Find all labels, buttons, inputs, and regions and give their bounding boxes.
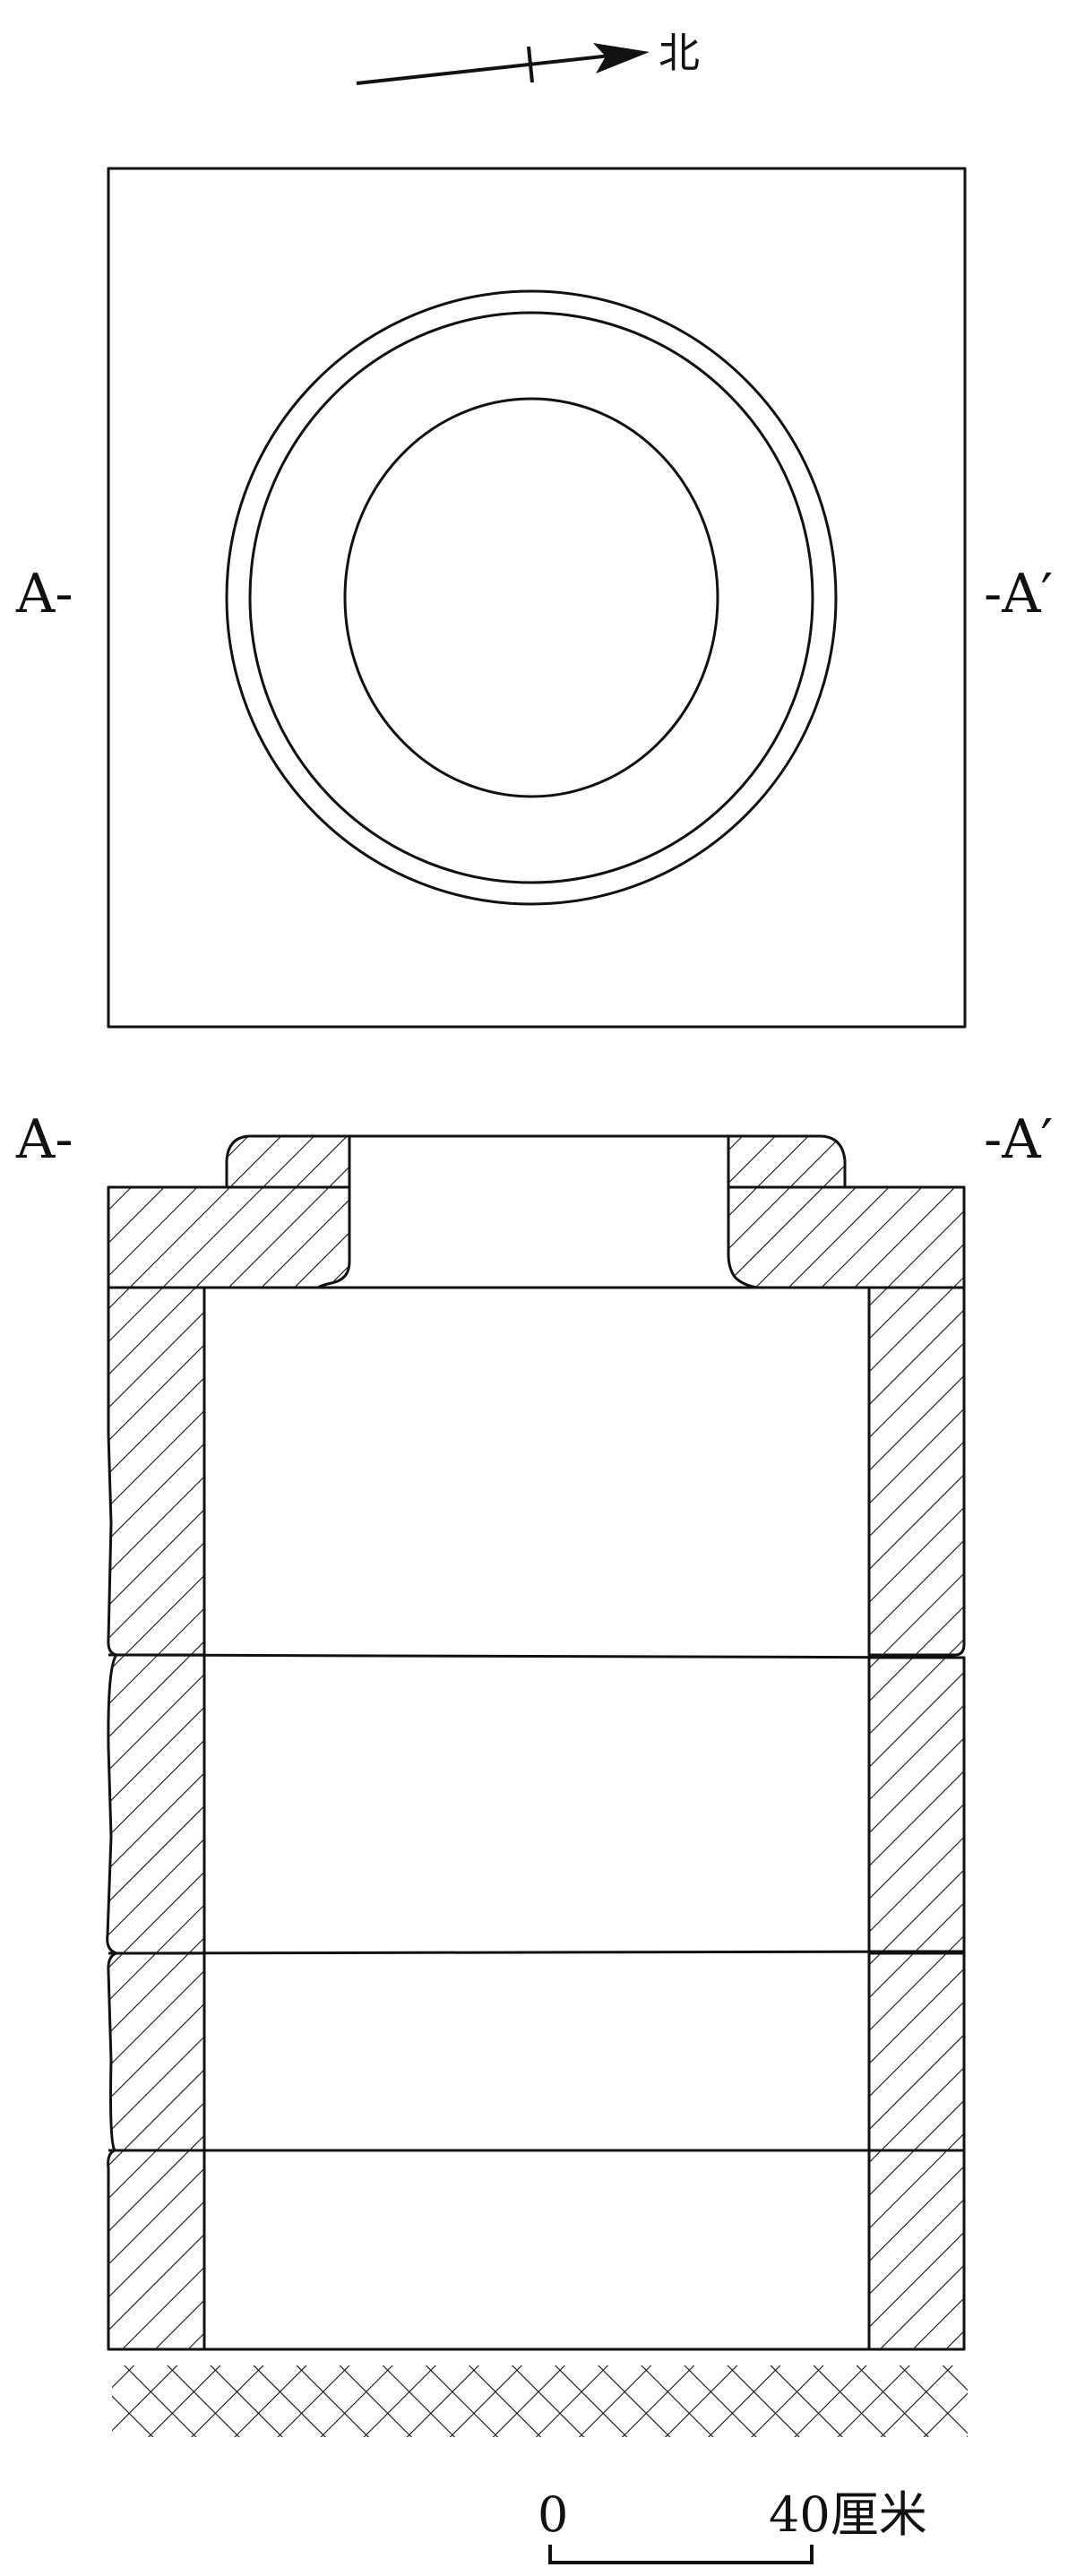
plan-outer-frame [107, 167, 967, 1029]
north-arrow-head-icon [593, 43, 650, 73]
ring2-left-wall [106, 1653, 206, 1955]
north-arrow: 北 [356, 29, 700, 85]
ring1-joint [108, 1653, 965, 1659]
section-view: A- -A′ [15, 1108, 1053, 2437]
ring2-right-wall [867, 1656, 966, 1955]
plan-view: A- -A′ [15, 167, 1053, 1029]
north-arrow-shaft [356, 52, 628, 85]
scale-bar: 0 40厘米 [538, 2486, 927, 2564]
ring4-left-wall [107, 2149, 206, 2351]
top-slab-right [727, 1185, 966, 1289]
ring1-left-wall [107, 1286, 206, 1657]
ring2-joint [108, 1950, 965, 1955]
north-arrow-tick [527, 46, 534, 83]
ring1-right-wall [867, 1286, 966, 1657]
section-label-left: A- [15, 1108, 73, 1171]
plan-outer-ring [225, 289, 838, 906]
ring3-right-wall [867, 1950, 966, 2152]
scale-end-label: 40厘米 [769, 2486, 927, 2543]
plan-section-label-left: A- [15, 563, 73, 625]
north-label: 北 [659, 29, 700, 77]
plan-section-label-right: -A′ [984, 563, 1053, 625]
ground-hatching [112, 2365, 968, 2437]
ring3-left-wall [107, 1951, 206, 2152]
section-label-right: -A′ [984, 1108, 1053, 1171]
scale-bar-line [548, 2545, 814, 2564]
ring4-right-wall [867, 2149, 966, 2351]
scale-start-label: 0 [538, 2486, 568, 2543]
collar-left-hatch [225, 1134, 351, 1189]
plan-inner-opening [343, 397, 719, 798]
top-slab-left [107, 1185, 351, 1289]
plan-middle-ring [248, 311, 814, 884]
collar-right-hatch [727, 1134, 847, 1189]
